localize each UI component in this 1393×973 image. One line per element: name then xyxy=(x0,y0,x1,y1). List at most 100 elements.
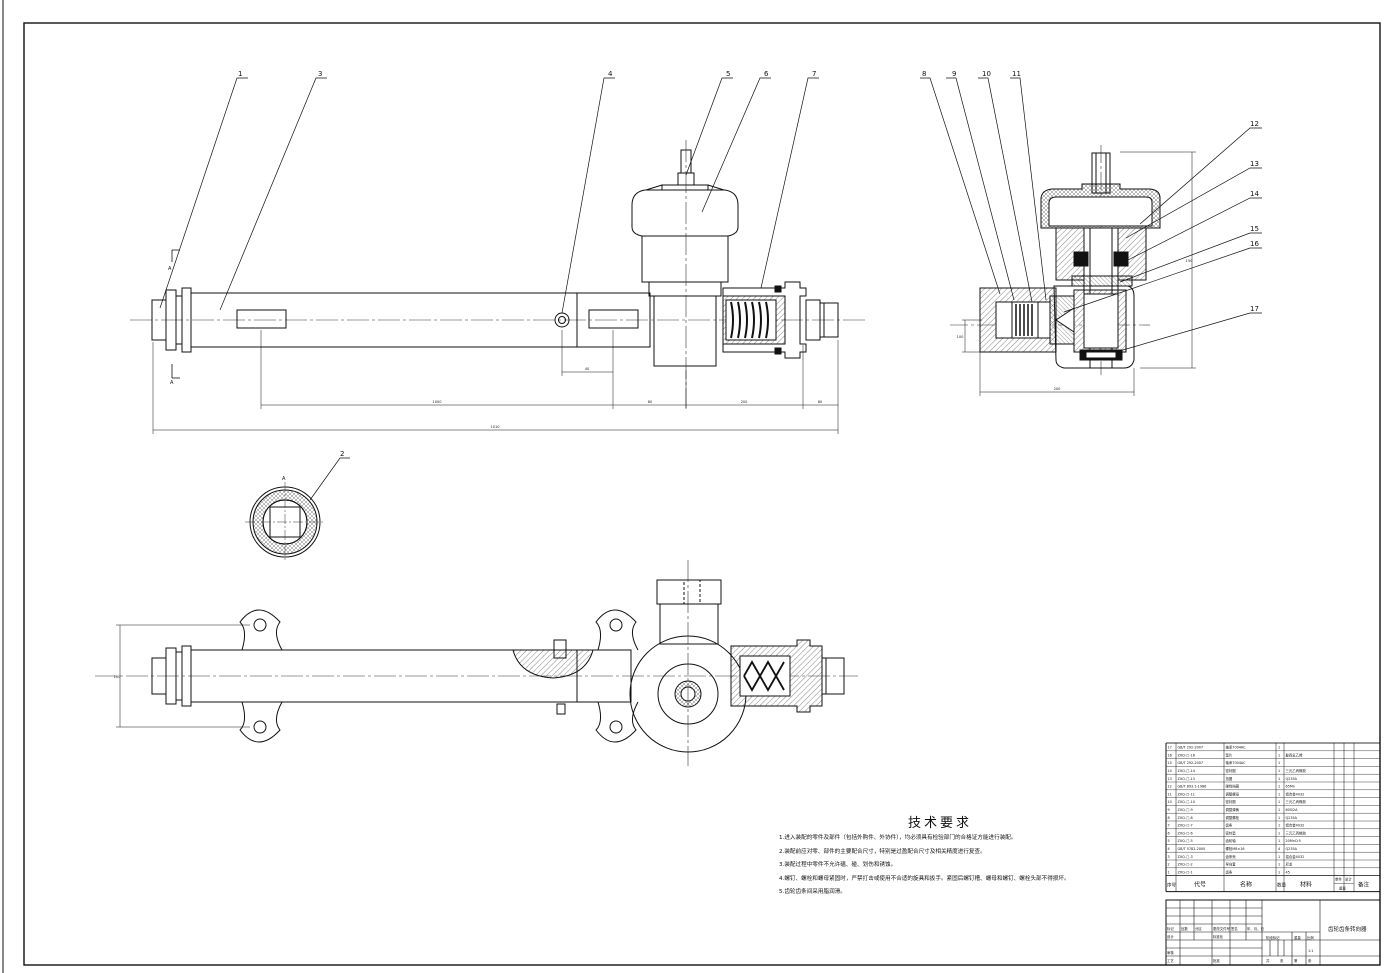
bom-no: 16 xyxy=(1168,753,1172,757)
bom-material: Q235A xyxy=(1286,847,1298,851)
tech-requirement-item: 4.螺钉、螺栓和螺母紧固时，严禁打击或使用不合适的旋具和扳手。紧固后螺钉槽、螺母… xyxy=(779,875,1070,882)
bom-code: ZXQ-□-8 xyxy=(1178,816,1193,820)
bom-qty: 1 xyxy=(1278,777,1280,781)
tb-label: 批准 xyxy=(1213,958,1220,963)
bom-code: GB/T 292-2007 xyxy=(1178,746,1204,750)
bom-qty: 1 xyxy=(1278,863,1280,867)
drawing-name: 齿轮齿条转向器 xyxy=(1328,925,1367,933)
bom-header-single: 单件 xyxy=(1335,877,1342,882)
bom-no: 4 xyxy=(1168,847,1170,851)
bom-name: 挡圈 xyxy=(1226,776,1233,781)
bom-name: 螺栓M8×16 xyxy=(1226,846,1245,851)
bom-qty: 1 xyxy=(1278,785,1280,789)
tb-label: 审核 xyxy=(1167,950,1174,955)
dim-text: 1010 xyxy=(490,425,500,429)
tb-label: 设计 xyxy=(1167,934,1174,939)
bom-code: ZXQ-□-6 xyxy=(1178,831,1193,835)
bom-code: GB/T 893.1-1986 xyxy=(1178,785,1207,789)
bom-code: ZXQ-□-9 xyxy=(1178,808,1193,812)
dim-text: 100 xyxy=(957,335,965,339)
tb-scale: 1:1 xyxy=(1308,949,1313,953)
bom-name: 密封圈 xyxy=(1226,768,1237,773)
bom-name: 调整螺栓 xyxy=(1226,815,1240,820)
tb-label: 共 xyxy=(1266,958,1270,963)
bom-no: 9 xyxy=(1168,808,1170,812)
balloon-17: 17 xyxy=(1250,305,1259,313)
bom-name: 密封圈 xyxy=(1226,799,1237,804)
side-section-view xyxy=(920,77,1262,396)
bom-no: 12 xyxy=(1168,785,1172,789)
bom-code: ZXQ-□-11 xyxy=(1178,792,1195,796)
bom-qty: 1 xyxy=(1278,816,1280,820)
balloon-9: 9 xyxy=(952,70,956,78)
tb-label: 工艺 xyxy=(1167,958,1174,963)
bom-code: GB/T 5782-2000 xyxy=(1178,847,1206,851)
bom-no: 15 xyxy=(1168,761,1172,765)
tb-label: 标准化 xyxy=(1213,934,1224,939)
bom-material: 20MnCr5 xyxy=(1286,839,1301,843)
title-block-text: 标记 处数 分区 更改文件号 签名 年、月、日 设计 标准化 阶段标记 重量 比… xyxy=(1167,925,1367,963)
bom-code: ZXQ-□-1 xyxy=(1178,870,1193,874)
bom-material: 三元乙丙橡胶 xyxy=(1286,799,1307,804)
bom-name: 导向套 xyxy=(1226,862,1237,867)
tech-requirement-item: 3.装配过程中零件不允许磕、碰、划伤和锈蚀。 xyxy=(779,862,897,869)
bom-no: 3 xyxy=(1168,855,1170,859)
bom-name: 弹性挡圈 xyxy=(1226,784,1240,789)
balloon-6: 6 xyxy=(764,70,769,78)
bom-header-remark: 备注 xyxy=(1358,881,1370,889)
tb-label: 分区 xyxy=(1195,926,1202,931)
dim-text: 200 xyxy=(741,400,749,404)
tb-label: 张 xyxy=(1308,958,1312,963)
balloon-16: 16 xyxy=(1250,240,1259,248)
bom-name: 齿条 xyxy=(1226,869,1233,874)
bom-header-code: 代号 xyxy=(1194,881,1206,889)
bom-code: ZXQ-□-5 xyxy=(1178,839,1193,843)
dim-text: 80 xyxy=(648,400,653,404)
bom-header-material: 材料 xyxy=(1300,881,1312,889)
section-a-a-view xyxy=(245,457,350,562)
bom-no: 6 xyxy=(1168,831,1170,835)
balloon-10: 10 xyxy=(982,70,991,78)
dim-text: 1000 xyxy=(432,400,442,404)
bom-qty: 1 xyxy=(1278,753,1280,757)
balloon-13: 13 xyxy=(1250,160,1259,168)
bom-qty: 1 xyxy=(1278,824,1280,828)
bom-material: 尼龙 xyxy=(1286,862,1293,867)
bom-material: 铝合金4032 xyxy=(1286,854,1305,859)
section-mark-ring: A xyxy=(282,476,286,482)
bom-code: ZXQ-□-2 xyxy=(1178,863,1193,867)
bom-qty: 1 xyxy=(1278,831,1280,835)
bom-material: Q235A xyxy=(1286,777,1298,781)
bom-name: 调整弹簧 xyxy=(1226,807,1240,812)
bom-header-weight: 重量 xyxy=(1339,886,1346,891)
bom-material: 45 xyxy=(1286,870,1290,874)
bom-no: 5 xyxy=(1168,839,1170,843)
front-view xyxy=(130,77,866,434)
bom-no: 11 xyxy=(1168,792,1172,796)
bom-material: Q235A xyxy=(1286,816,1298,820)
bom-no: 1 xyxy=(1168,870,1170,874)
bom-qty: 1 xyxy=(1278,800,1280,804)
bom-code: ZXQ-□-3 xyxy=(1178,855,1193,859)
bom-qty: 1 xyxy=(1278,792,1280,796)
bom-qty: 1 xyxy=(1278,870,1280,874)
tech-requirement-item: 5.齿轮齿条间采用脂润滑。 xyxy=(779,889,846,896)
balloon-12: 12 xyxy=(1250,120,1259,128)
bom-material: 三元乙丙橡胶 xyxy=(1286,830,1307,835)
bom-code: ZXQ-□-10 xyxy=(1178,800,1195,804)
section-mark-bottom: A xyxy=(170,380,174,386)
tech-requirement-item: 1.进入装配的零件及部件（包括外购件、外协件），均必须具有检验部门的合格证方能进… xyxy=(779,835,1017,841)
bom-no: 14 xyxy=(1168,769,1172,773)
bom-material: 65Mn xyxy=(1286,785,1295,789)
dim-text: 150 xyxy=(1186,259,1194,263)
bom-qty: 1 xyxy=(1278,808,1280,812)
balloon-4: 4 xyxy=(608,70,613,78)
dimension-labels: 1000 40 80 200 80 1010 150 100 200 100 xyxy=(114,259,1194,679)
dim-text: 40 xyxy=(585,367,590,371)
balloon-14: 14 xyxy=(1250,190,1259,198)
bom-name: 轴承7004AC xyxy=(1226,760,1247,765)
bom-name: 密封垫 xyxy=(1226,830,1237,835)
dim-text: 200 xyxy=(1054,387,1062,391)
bom-name: 齿条壳 xyxy=(1226,854,1237,859)
